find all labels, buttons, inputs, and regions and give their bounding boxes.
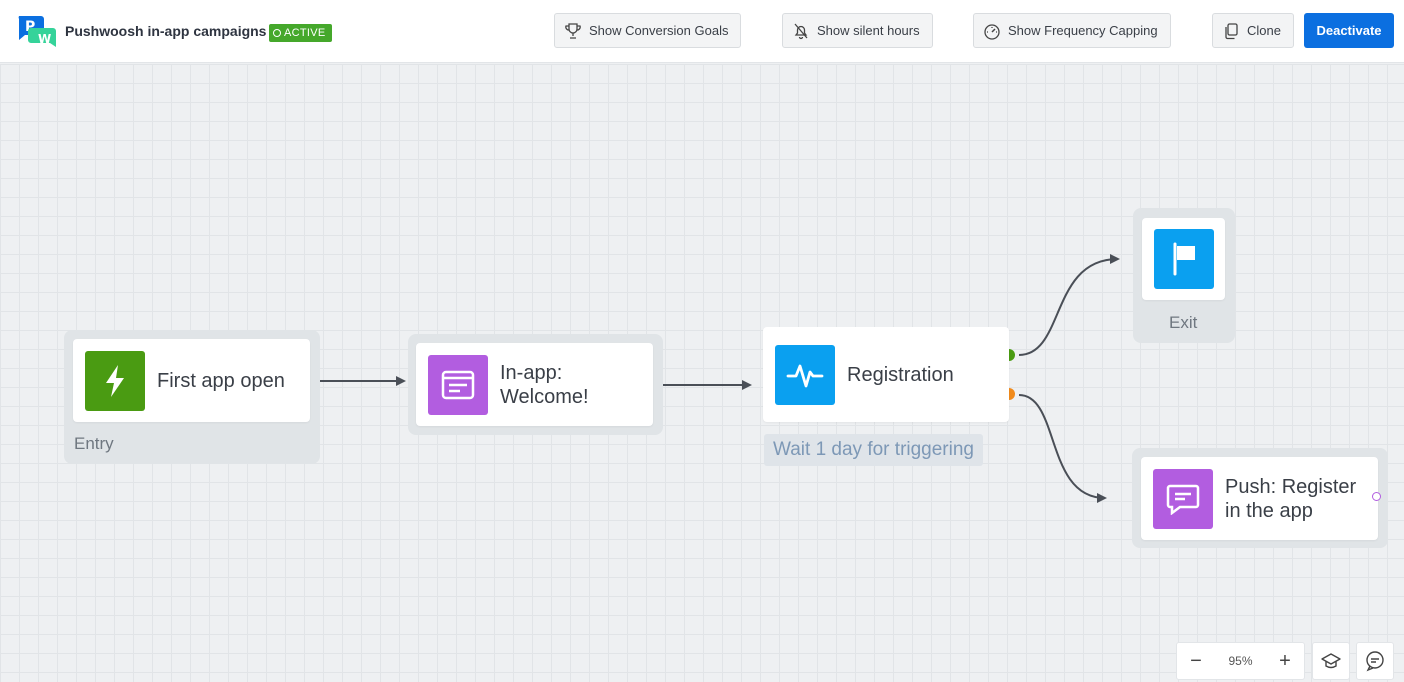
gauge-icon <box>984 23 1000 40</box>
pushwoosh-logo-icon: P W <box>17 13 57 51</box>
inapp-node[interactable]: In-app: Welcome! <box>416 343 653 426</box>
status-dot-icon <box>273 29 281 37</box>
feedback-icon <box>1366 651 1384 672</box>
tutorial-button[interactable] <box>1312 642 1350 680</box>
bell-off-icon <box>794 23 808 39</box>
zoom-level: 95% <box>1228 654 1253 668</box>
status-badge-label: ACTIVE <box>284 27 326 39</box>
chat-message-icon <box>1153 468 1213 529</box>
svg-text:P: P <box>25 19 35 35</box>
inapp-node-label: In-app: Welcome! <box>500 361 589 409</box>
entry-node-label: First app open <box>157 369 285 392</box>
inapp-node-label-line1: In-app: <box>500 361 563 384</box>
flag-icon <box>1153 229 1214 289</box>
inapp-message-icon <box>428 354 488 415</box>
show-conversion-goals-button[interactable]: Show Conversion Goals <box>554 13 742 48</box>
registration-wait-caption[interactable]: Wait 1 day for triggering <box>764 434 983 466</box>
zoom-in-button[interactable]: + <box>1279 649 1291 672</box>
push-node[interactable]: Push: Register in the app <box>1141 457 1381 540</box>
lightning-icon <box>85 350 145 411</box>
registration-node-label: Registration <box>847 363 954 386</box>
push-node-label: Push: Register in the app <box>1225 475 1356 523</box>
trophy-icon <box>565 22 581 39</box>
inapp-node-label-line2: Welcome! <box>500 385 589 408</box>
show-frequency-capping-button[interactable]: Show Frequency Capping <box>973 13 1171 48</box>
show-conversion-goals-label: Show Conversion Goals <box>589 23 729 38</box>
svg-text:W: W <box>38 32 51 46</box>
pulse-icon <box>775 344 835 405</box>
entry-node[interactable]: First app open <box>73 339 310 422</box>
push-node-label-line2: in the app <box>1225 499 1313 522</box>
clone-label: Clone <box>1247 23 1281 38</box>
graduation-cap-icon <box>1321 653 1341 669</box>
show-silent-hours-label: Show silent hours <box>817 23 920 38</box>
exit-caption: Exit <box>1169 313 1198 332</box>
copy-icon <box>1225 22 1238 39</box>
page-title: Pushwoosh in-app campaigns <box>65 23 267 39</box>
status-badge: ACTIVE <box>269 24 332 42</box>
entry-caption: Entry <box>74 434 114 453</box>
feedback-button[interactable] <box>1356 642 1394 680</box>
zoom-out-button[interactable]: − <box>1190 649 1202 672</box>
push-node-label-line1: Push: Register <box>1225 475 1357 498</box>
show-silent-hours-button[interactable]: Show silent hours <box>782 13 933 48</box>
top-bar: P W Pushwoosh in-app campaigns ACTIVE Sh… <box>0 0 1404 63</box>
zoom-control: − 95% + <box>1176 642 1305 680</box>
exit-node[interactable] <box>1142 218 1225 300</box>
deactivate-button[interactable]: Deactivate <box>1304 13 1394 48</box>
registration-node[interactable]: Registration <box>763 327 1009 422</box>
push-output-port[interactable] <box>1372 492 1381 501</box>
show-frequency-capping-label: Show Frequency Capping <box>1008 23 1158 38</box>
clone-button[interactable]: Clone <box>1212 13 1294 48</box>
